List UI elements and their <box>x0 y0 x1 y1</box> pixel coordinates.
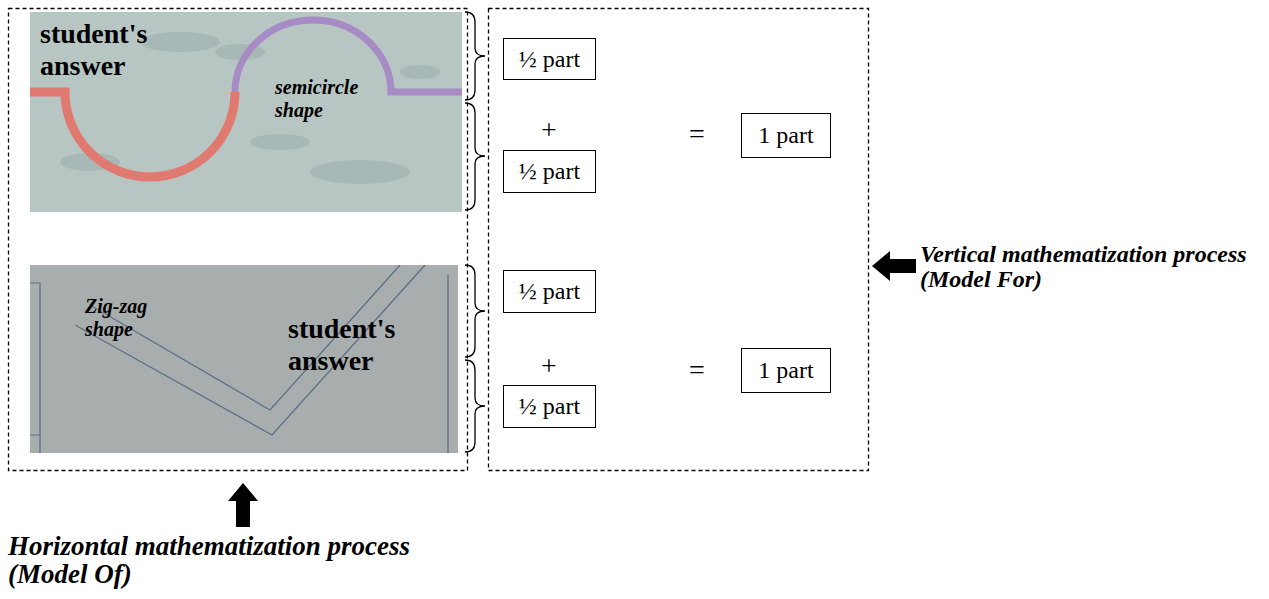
zigzag-line <box>30 283 40 453</box>
plus-sign: + <box>541 114 557 146</box>
dashed-frame <box>9 9 468 471</box>
fraction-text: 1 part <box>758 122 813 149</box>
paper-stain <box>250 134 310 150</box>
paper <box>30 12 462 212</box>
answer-caption: student's answer <box>40 18 190 82</box>
curly-brace <box>465 103 485 210</box>
curly-brace <box>465 360 485 452</box>
fraction-box: ½ part <box>503 385 596 428</box>
up-arrow <box>228 483 258 527</box>
paper <box>30 265 458 453</box>
dashed-frame <box>489 9 869 471</box>
curly-braces <box>465 12 485 452</box>
paper-stain <box>310 160 410 184</box>
fraction-text: ½ part <box>519 278 580 305</box>
student-answer-photo: student's answer semicircle shape <box>30 12 462 212</box>
semicircle-band <box>30 92 235 177</box>
student-answer-photo: Zig-zag shape student's answer <box>30 265 458 453</box>
paper-stain <box>140 32 220 52</box>
curly-brace <box>465 265 485 357</box>
process-label: Vertical mathematization process (Model … <box>920 242 1265 292</box>
fraction-box: 1 part <box>741 348 831 393</box>
shape-caption: Zig-zag shape <box>85 295 195 341</box>
fraction-box: ½ part <box>503 150 596 193</box>
equals-sign: = <box>689 118 705 150</box>
fraction-box: ½ part <box>503 270 596 313</box>
shape-caption: semicircle shape <box>275 76 385 122</box>
curly-brace <box>465 12 485 100</box>
fraction-text: ½ part <box>519 158 580 185</box>
fraction-text: 1 part <box>758 357 813 384</box>
fraction-text: ½ part <box>519 393 580 420</box>
left-arrow <box>872 251 916 281</box>
fraction-box: ½ part <box>503 38 596 80</box>
paper-stain <box>400 65 440 79</box>
plus-sign: + <box>541 350 557 382</box>
process-label: Horizontal mathematization process (Mode… <box>8 532 438 589</box>
fraction-text: ½ part <box>519 46 580 73</box>
fraction-box: 1 part <box>741 113 831 158</box>
zigzag-line <box>447 275 448 453</box>
photo-art <box>30 265 458 453</box>
paper-stain <box>215 44 265 60</box>
equals-sign: = <box>689 354 705 386</box>
answer-caption: student's answer <box>288 313 448 377</box>
